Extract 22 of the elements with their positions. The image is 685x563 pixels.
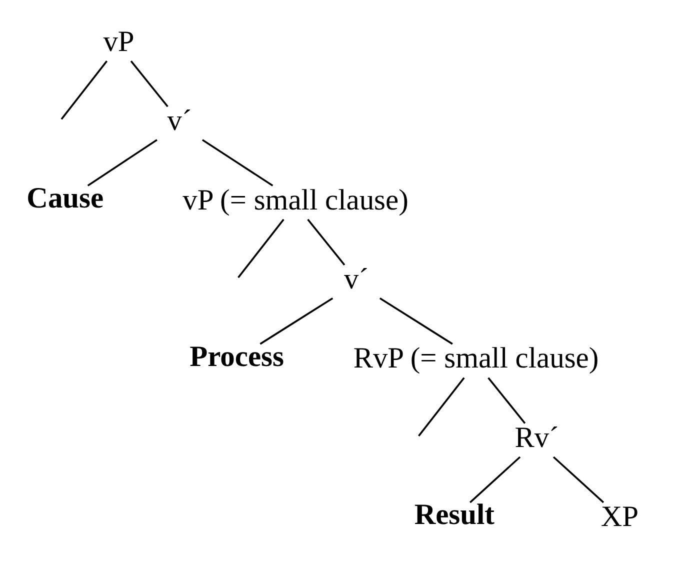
node-text: Cause — [26, 182, 104, 214]
connector — [552, 456, 604, 504]
connector — [202, 139, 274, 186]
node-text: Rv´ — [514, 422, 559, 454]
connector — [488, 377, 526, 424]
connector — [87, 139, 158, 186]
node-text: vP — [103, 26, 134, 58]
connector — [418, 377, 465, 436]
node-text: Result — [414, 499, 495, 532]
node-text: vP (= small clause) — [182, 184, 408, 216]
connector — [469, 456, 521, 504]
node-text: v´ — [344, 264, 369, 296]
connector — [238, 218, 284, 278]
node-text: XP — [600, 501, 638, 534]
connector — [307, 218, 346, 266]
node-text: v´ — [167, 105, 192, 138]
connector — [60, 60, 108, 120]
node-text: Process — [190, 340, 284, 373]
connector — [379, 297, 453, 345]
connector — [260, 297, 334, 345]
node-text: RvP (= small clause) — [353, 342, 599, 375]
connector — [130, 60, 168, 108]
